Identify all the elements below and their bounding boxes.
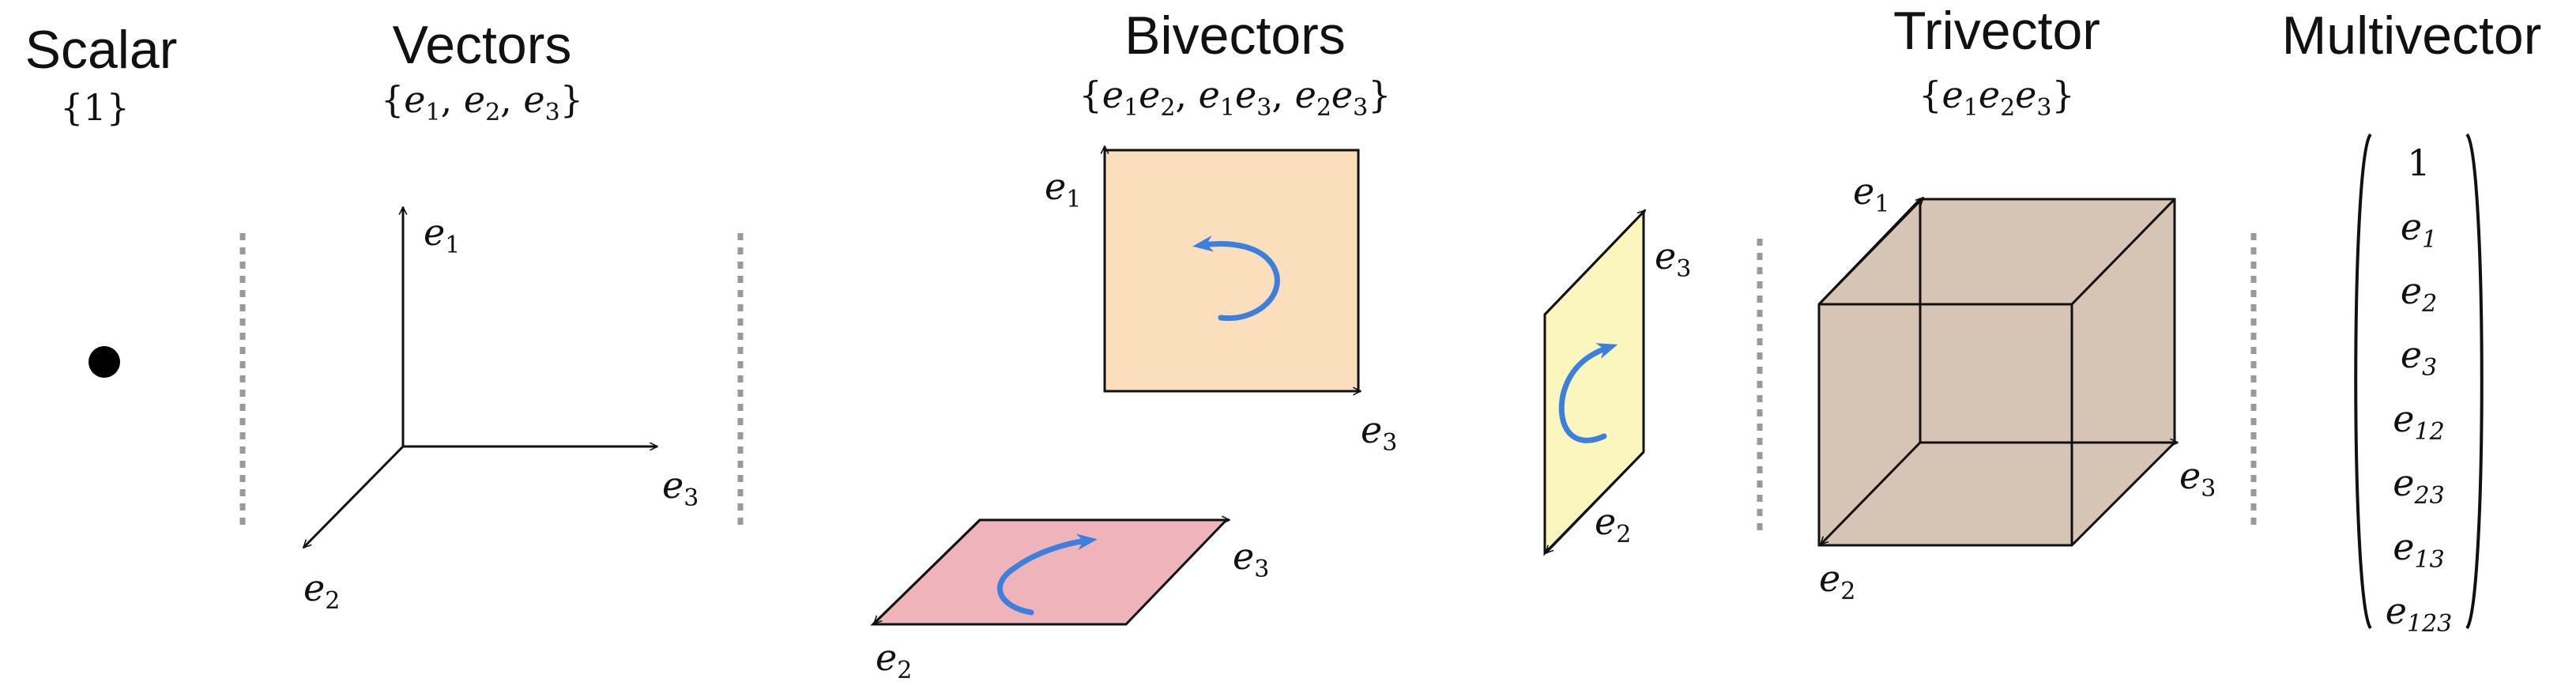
bivector-vertical-top-arrow bbox=[1543, 210, 1645, 316]
multivector-entry: e123 bbox=[2386, 590, 2453, 638]
bivector-square-e1-label: e1 bbox=[1045, 165, 1081, 213]
left-parenthesis bbox=[2354, 133, 2372, 630]
trivector-title: Trivector bbox=[1893, 1, 2100, 61]
bivector-parallelogram-e2-label: e2 bbox=[876, 636, 912, 684]
bivector-e2e3-vertical-plane bbox=[1543, 209, 1645, 556]
bivector-vertical-e3-label: e3 bbox=[1655, 235, 1691, 283]
bivector-vertical-bottom-arrow bbox=[1546, 450, 1645, 553]
scalar-title: Scalar bbox=[25, 20, 178, 80]
rotation-arrow-icon bbox=[1558, 343, 1618, 443]
cube-e1-arrow bbox=[1817, 198, 1923, 306]
multivector-title: Multivector bbox=[2282, 6, 2542, 66]
multivector-brackets bbox=[2354, 133, 2484, 630]
cube-e1-label: e1 bbox=[1853, 170, 1889, 218]
multivector-entry: 1 bbox=[2407, 141, 2430, 184]
vector-axes bbox=[303, 207, 657, 548]
multivector-entry: e23 bbox=[2393, 462, 2444, 510]
rotation-arrow-icon bbox=[996, 533, 1098, 616]
vector-e3-label: e3 bbox=[662, 464, 699, 512]
bivector-e1e3-plane bbox=[1105, 146, 1361, 391]
rotation-arrow-icon bbox=[1192, 235, 1280, 322]
multivector-entries: 1 e1 e2 e3 e12 e23 e13 e123 bbox=[2386, 141, 2453, 638]
vectors-basis: {e1, e2, e3} bbox=[381, 78, 583, 126]
bivector-e2e3-plane bbox=[870, 518, 1230, 626]
multivector-entry: e1 bbox=[2401, 205, 2437, 254]
cube-e2-arrow bbox=[1821, 441, 1922, 544]
multivector-entry: e13 bbox=[2393, 526, 2444, 574]
trivector-cube bbox=[1817, 198, 2178, 547]
bivectors-title: Bivectors bbox=[1124, 6, 1346, 66]
bivector-square bbox=[1103, 149, 1360, 393]
vector-e2-label: e2 bbox=[303, 567, 340, 615]
scalar-point bbox=[89, 346, 120, 378]
right-parenthesis bbox=[2465, 133, 2484, 630]
trivector-basis: {e1e2e3} bbox=[1919, 73, 2075, 122]
multivector-entry: e12 bbox=[2393, 397, 2444, 446]
bivectors-basis: {e1e2, e1e3, e2e3} bbox=[1079, 73, 1391, 122]
multivector-entry: e2 bbox=[2401, 269, 2437, 318]
bivector-vertical-e2-label: e2 bbox=[1595, 500, 1631, 548]
multivector-entry: e3 bbox=[2401, 333, 2437, 382]
bivector-parallelogram-e3-label: e3 bbox=[1233, 535, 1269, 583]
scalar-basis: {1} bbox=[60, 86, 130, 129]
separators bbox=[239, 233, 2257, 531]
cube-e2-label: e2 bbox=[1819, 557, 1855, 605]
vector-e2-arrow bbox=[303, 445, 405, 548]
vectors-title: Vectors bbox=[393, 15, 572, 75]
bivector-square-e3-label: e3 bbox=[1361, 409, 1397, 457]
vector-e1-label: e1 bbox=[424, 211, 460, 259]
bivector-parallelogram-e2-arrow bbox=[874, 518, 981, 624]
cube-e3-label: e3 bbox=[2179, 454, 2216, 503]
